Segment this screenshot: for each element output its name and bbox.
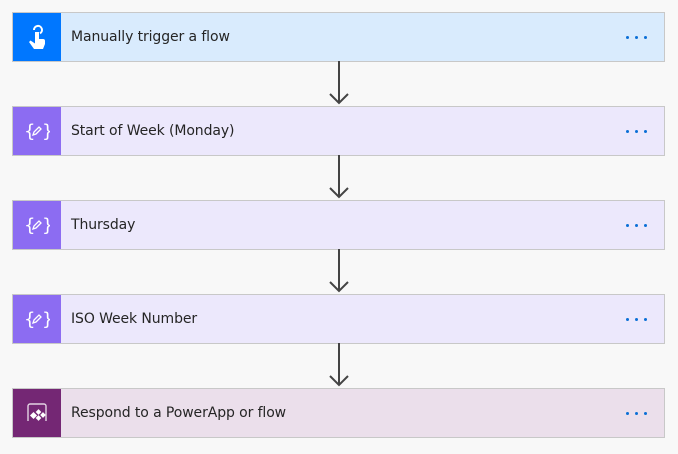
arrow-down-icon [329,155,349,199]
svg-text:{: { [24,309,35,330]
step-title: ISO Week Number [71,311,198,327]
more-options-button[interactable] [616,201,656,249]
more-options-button[interactable] [616,13,656,61]
step-title: Start of Week (Monday) [71,123,235,139]
ellipsis-icon [625,411,629,415]
flow-step-respond-to-powerapp[interactable]: Respond to a PowerApp or flow [12,388,665,438]
arrow-down-icon [329,343,349,387]
svg-text:}: } [42,215,50,236]
ellipsis-icon [625,317,629,321]
touch-hand-icon [13,13,61,61]
flow-step-start-of-week[interactable]: { } Start of Week (Monday) [12,106,665,156]
more-options-button[interactable] [616,295,656,343]
step-title: Manually trigger a flow [71,29,230,45]
ellipsis-icon [625,129,629,133]
ellipsis-icon [625,35,629,39]
svg-text:}: } [42,309,50,330]
more-options-button[interactable] [616,107,656,155]
step-title: Respond to a PowerApp or flow [71,405,287,421]
svg-text:{: { [24,215,35,236]
arrow-down-icon [329,61,349,105]
powerapps-icon [13,389,61,437]
flow-step-iso-week-number[interactable]: { } ISO Week Number [12,294,665,344]
flow-step-manual-trigger[interactable]: Manually trigger a flow [12,12,665,62]
ellipsis-icon [625,223,629,227]
variable-edit-icon: { } [13,107,61,155]
svg-text:}: } [42,121,50,142]
more-options-button[interactable] [616,389,656,437]
arrow-down-icon [329,249,349,293]
variable-edit-icon: { } [13,201,61,249]
svg-text:{: { [24,121,35,142]
flow-step-thursday[interactable]: { } Thursday [12,200,665,250]
step-title: Thursday [71,217,136,233]
variable-edit-icon: { } [13,295,61,343]
